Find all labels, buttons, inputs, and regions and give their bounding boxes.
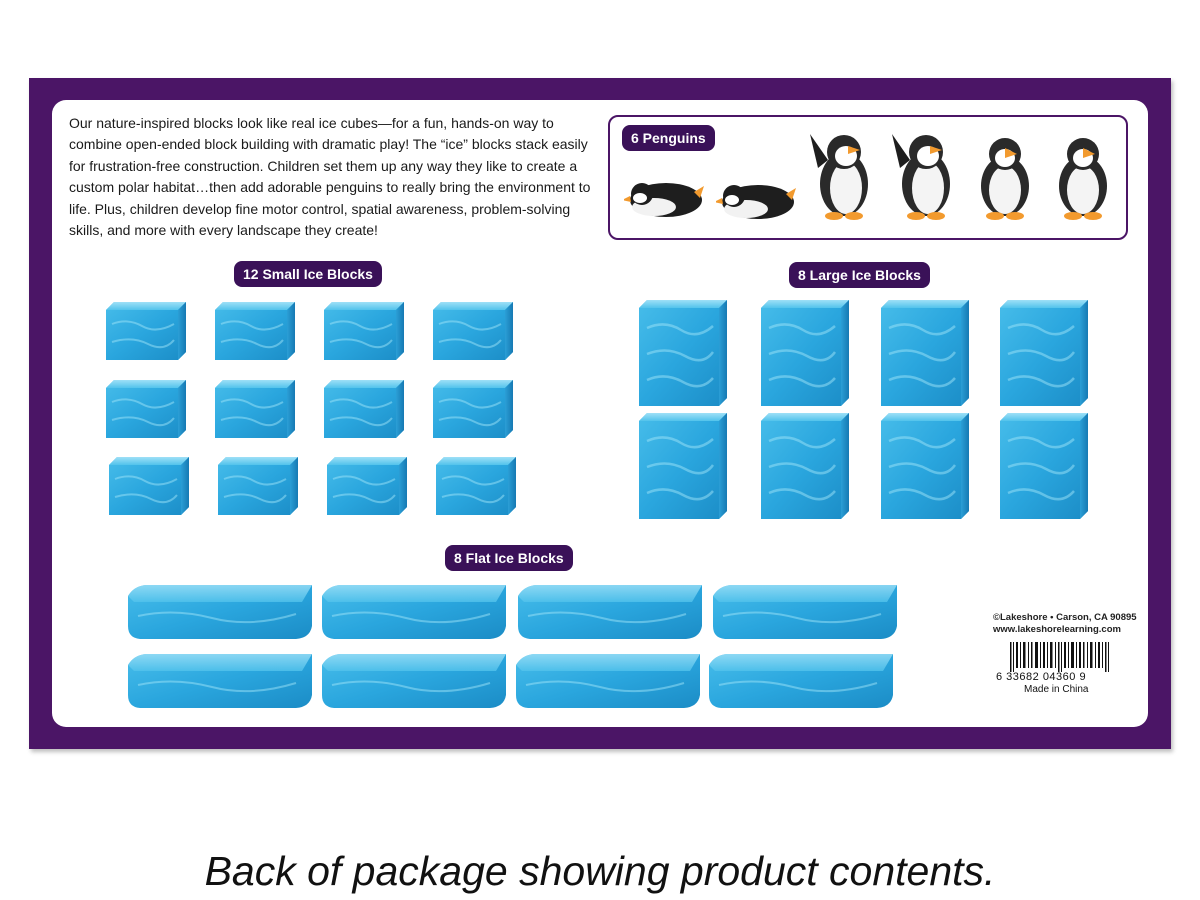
penguin-standing-1 <box>981 138 1029 220</box>
penguin-lying-1 <box>624 183 704 217</box>
flat-ice-block <box>322 585 506 639</box>
small-ice-block <box>215 302 295 360</box>
penguin-waving-1 <box>810 134 868 220</box>
large-ice-block <box>881 413 969 519</box>
large-ice-block <box>761 413 849 519</box>
large-ice-block <box>1000 300 1088 406</box>
legal-info: ©Lakeshore • Carson, CA 90895 www.lakesh… <box>993 612 1137 636</box>
flat-blocks-label: 8 Flat Ice Blocks <box>445 545 573 571</box>
flat-ice-block <box>516 654 700 708</box>
small-ice-block <box>433 380 513 438</box>
company-address: ©Lakeshore • Carson, CA 90895 <box>993 612 1137 623</box>
large-ice-block <box>639 300 727 406</box>
small-ice-block <box>324 302 404 360</box>
flat-ice-block <box>709 654 893 708</box>
flat-ice-block <box>713 585 897 639</box>
penguins-label: 6 Penguins <box>622 125 715 151</box>
penguin-lying-2 <box>716 185 796 219</box>
small-ice-block <box>327 457 407 515</box>
penguin-waving-2 <box>892 134 950 220</box>
made-in-label: Made in China <box>1024 684 1089 695</box>
product-description: Our nature-inspired blocks look like rea… <box>69 115 591 239</box>
company-website: www.lakeshorelearning.com <box>993 624 1121 635</box>
barcode-number: 6 33682 04360 9 <box>996 671 1087 683</box>
small-blocks-label: 12 Small Ice Blocks <box>234 261 382 287</box>
flat-ice-block <box>518 585 702 639</box>
barcode-icon <box>1010 642 1109 672</box>
small-ice-block <box>106 380 186 438</box>
flat-ice-block <box>128 654 312 708</box>
flat-ice-block <box>128 585 312 639</box>
flat-ice-block <box>322 654 506 708</box>
large-ice-block <box>1000 413 1088 519</box>
large-ice-block <box>639 413 727 519</box>
small-ice-block <box>106 302 186 360</box>
penguin-standing-2 <box>1059 138 1107 220</box>
small-ice-block <box>218 457 298 515</box>
small-ice-block <box>436 457 516 515</box>
large-ice-block <box>761 300 849 406</box>
image-caption: Back of package showing product contents… <box>204 848 996 894</box>
small-ice-block <box>109 457 189 515</box>
large-blocks-label: 8 Large Ice Blocks <box>789 262 930 288</box>
large-ice-block <box>881 300 969 406</box>
small-ice-block <box>324 380 404 438</box>
penguins-box <box>608 115 1128 240</box>
small-ice-block <box>215 380 295 438</box>
small-ice-block <box>433 302 513 360</box>
